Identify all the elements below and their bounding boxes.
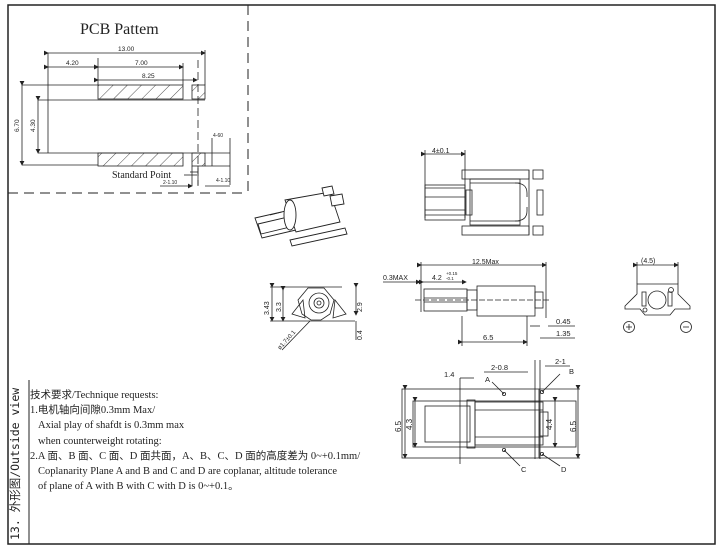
dim-bottom-outer-height: 6.5 (394, 420, 403, 432)
dim-shaft-exposed: 4.2 (432, 275, 442, 282)
dim-overall-height: 3.43 (264, 301, 271, 315)
end-view-left (269, 283, 359, 351)
bottom-view-motor (401, 360, 581, 467)
plane-c-label: C (521, 465, 527, 474)
plane-a-label: A (485, 375, 490, 384)
dim-weight-diameter: ø1.7±0.1 (277, 329, 298, 351)
dim-shaft-length: 4±0.1 (432, 148, 450, 155)
top-view-motor (421, 150, 544, 236)
dim-bottom-right-outer: 6.5 (569, 420, 578, 432)
side-view-motor (383, 262, 575, 346)
dim-offset: 2-1.10 (163, 180, 177, 186)
dim-rear-b: 1.35 (556, 329, 571, 338)
dim-body-height: 3.3 (276, 302, 283, 312)
notes-line: 2.A 面、B 面、C 面、D 面共面，A、B、C、D 面的高度差为 0~+0.… (30, 450, 361, 462)
negative-terminal-icon (680, 321, 692, 333)
plane-b-label: B (569, 367, 574, 376)
dim-outer-height: 6.70 (14, 119, 21, 132)
isometric-motor (254, 185, 348, 247)
dim-rear-a: 0.45 (556, 317, 571, 326)
frame-border (7, 4, 716, 545)
notes-line: of plane of A with B with C with D is 0~… (38, 481, 239, 493)
dim-left-gap: 4.20 (66, 60, 79, 67)
dim-foot-height: 0.4 (357, 330, 364, 340)
dim-pad-a-spacing: 2-0.8 (491, 363, 508, 372)
dim-bottom-right-inner: 4.4 (545, 418, 554, 430)
notes-line: when counterweight rotating: (38, 435, 162, 447)
pcb-title: PCB Pattem (80, 21, 159, 38)
dim-bottom-inner-height: 4.3 (405, 418, 414, 430)
dim-tol-lower: -0.1 (446, 276, 454, 281)
notes-line: Coplanarity Plane A and B and C and D ar… (38, 466, 338, 478)
dim-pad-length: 7.00 (135, 60, 148, 67)
dim-tol-upper: +0.15 (446, 271, 458, 276)
dim-overall-length: 13.00 (118, 46, 135, 53)
dim-end-width: (4.5) (641, 258, 655, 265)
notes-line: Axial play of shafdt is 0.3mm max (38, 420, 185, 432)
dim-pad-span: 8.25 (142, 73, 155, 80)
dim-total-length: 12.5Max (472, 259, 499, 266)
section-label: 13. 外形图/Outside view (8, 387, 22, 540)
dim-small-pad-w: 4-60 (213, 133, 223, 139)
standard-point-label: Standard Point (112, 170, 171, 181)
end-view-right (623, 262, 692, 333)
dim-small-pad-h: 4-1.10 (216, 178, 230, 184)
dim-inner-height: 4.30 (30, 119, 37, 132)
notes-header: 技术要求/Technique requests: (30, 390, 159, 401)
plane-d-label: D (561, 465, 567, 474)
pcb-pattern-drawing (19, 50, 231, 189)
dim-body-length: 6.5 (483, 333, 493, 342)
dim-axial-play: 0.3MAX (383, 275, 408, 282)
dim-pad-b-width: 2-1 (555, 357, 566, 366)
dim-left-offset: 1.4 (444, 370, 454, 379)
positive-terminal-icon (623, 321, 635, 333)
notes-line: 1.电机轴向间隙0.3mm Max/ (30, 405, 156, 417)
technique-notes: 技术要求/Technique requests: 1.电机轴向间隙0.3mm M… (30, 388, 360, 494)
dim-center-height: 2.9 (357, 302, 364, 312)
